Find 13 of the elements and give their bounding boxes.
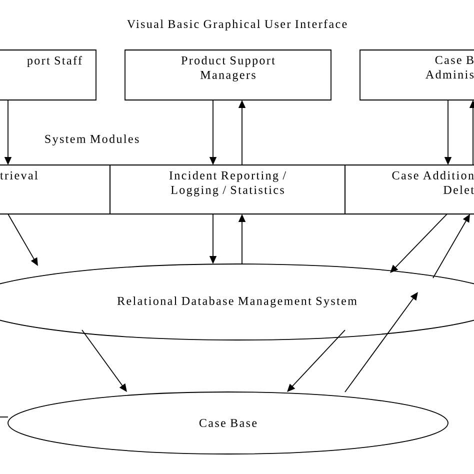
line <box>0 416 8 418</box>
arrow <box>287 330 346 392</box>
module-box: Case Addition Delet <box>344 164 474 214</box>
section-label: System Modules <box>45 134 139 146</box>
role-box: Product Support Managers <box>124 50 332 100</box>
arrow <box>82 330 127 392</box>
role-box: port Staff <box>0 50 96 100</box>
title: Visual Basic Graphical User Interface <box>127 20 347 30</box>
arrow <box>390 214 448 273</box>
module-box: Incident Reporting / Logging / Statistics <box>110 164 346 214</box>
module-box: trieval <box>0 164 110 214</box>
arrow <box>344 292 418 392</box>
role-box: Case B Adminis <box>360 50 474 100</box>
